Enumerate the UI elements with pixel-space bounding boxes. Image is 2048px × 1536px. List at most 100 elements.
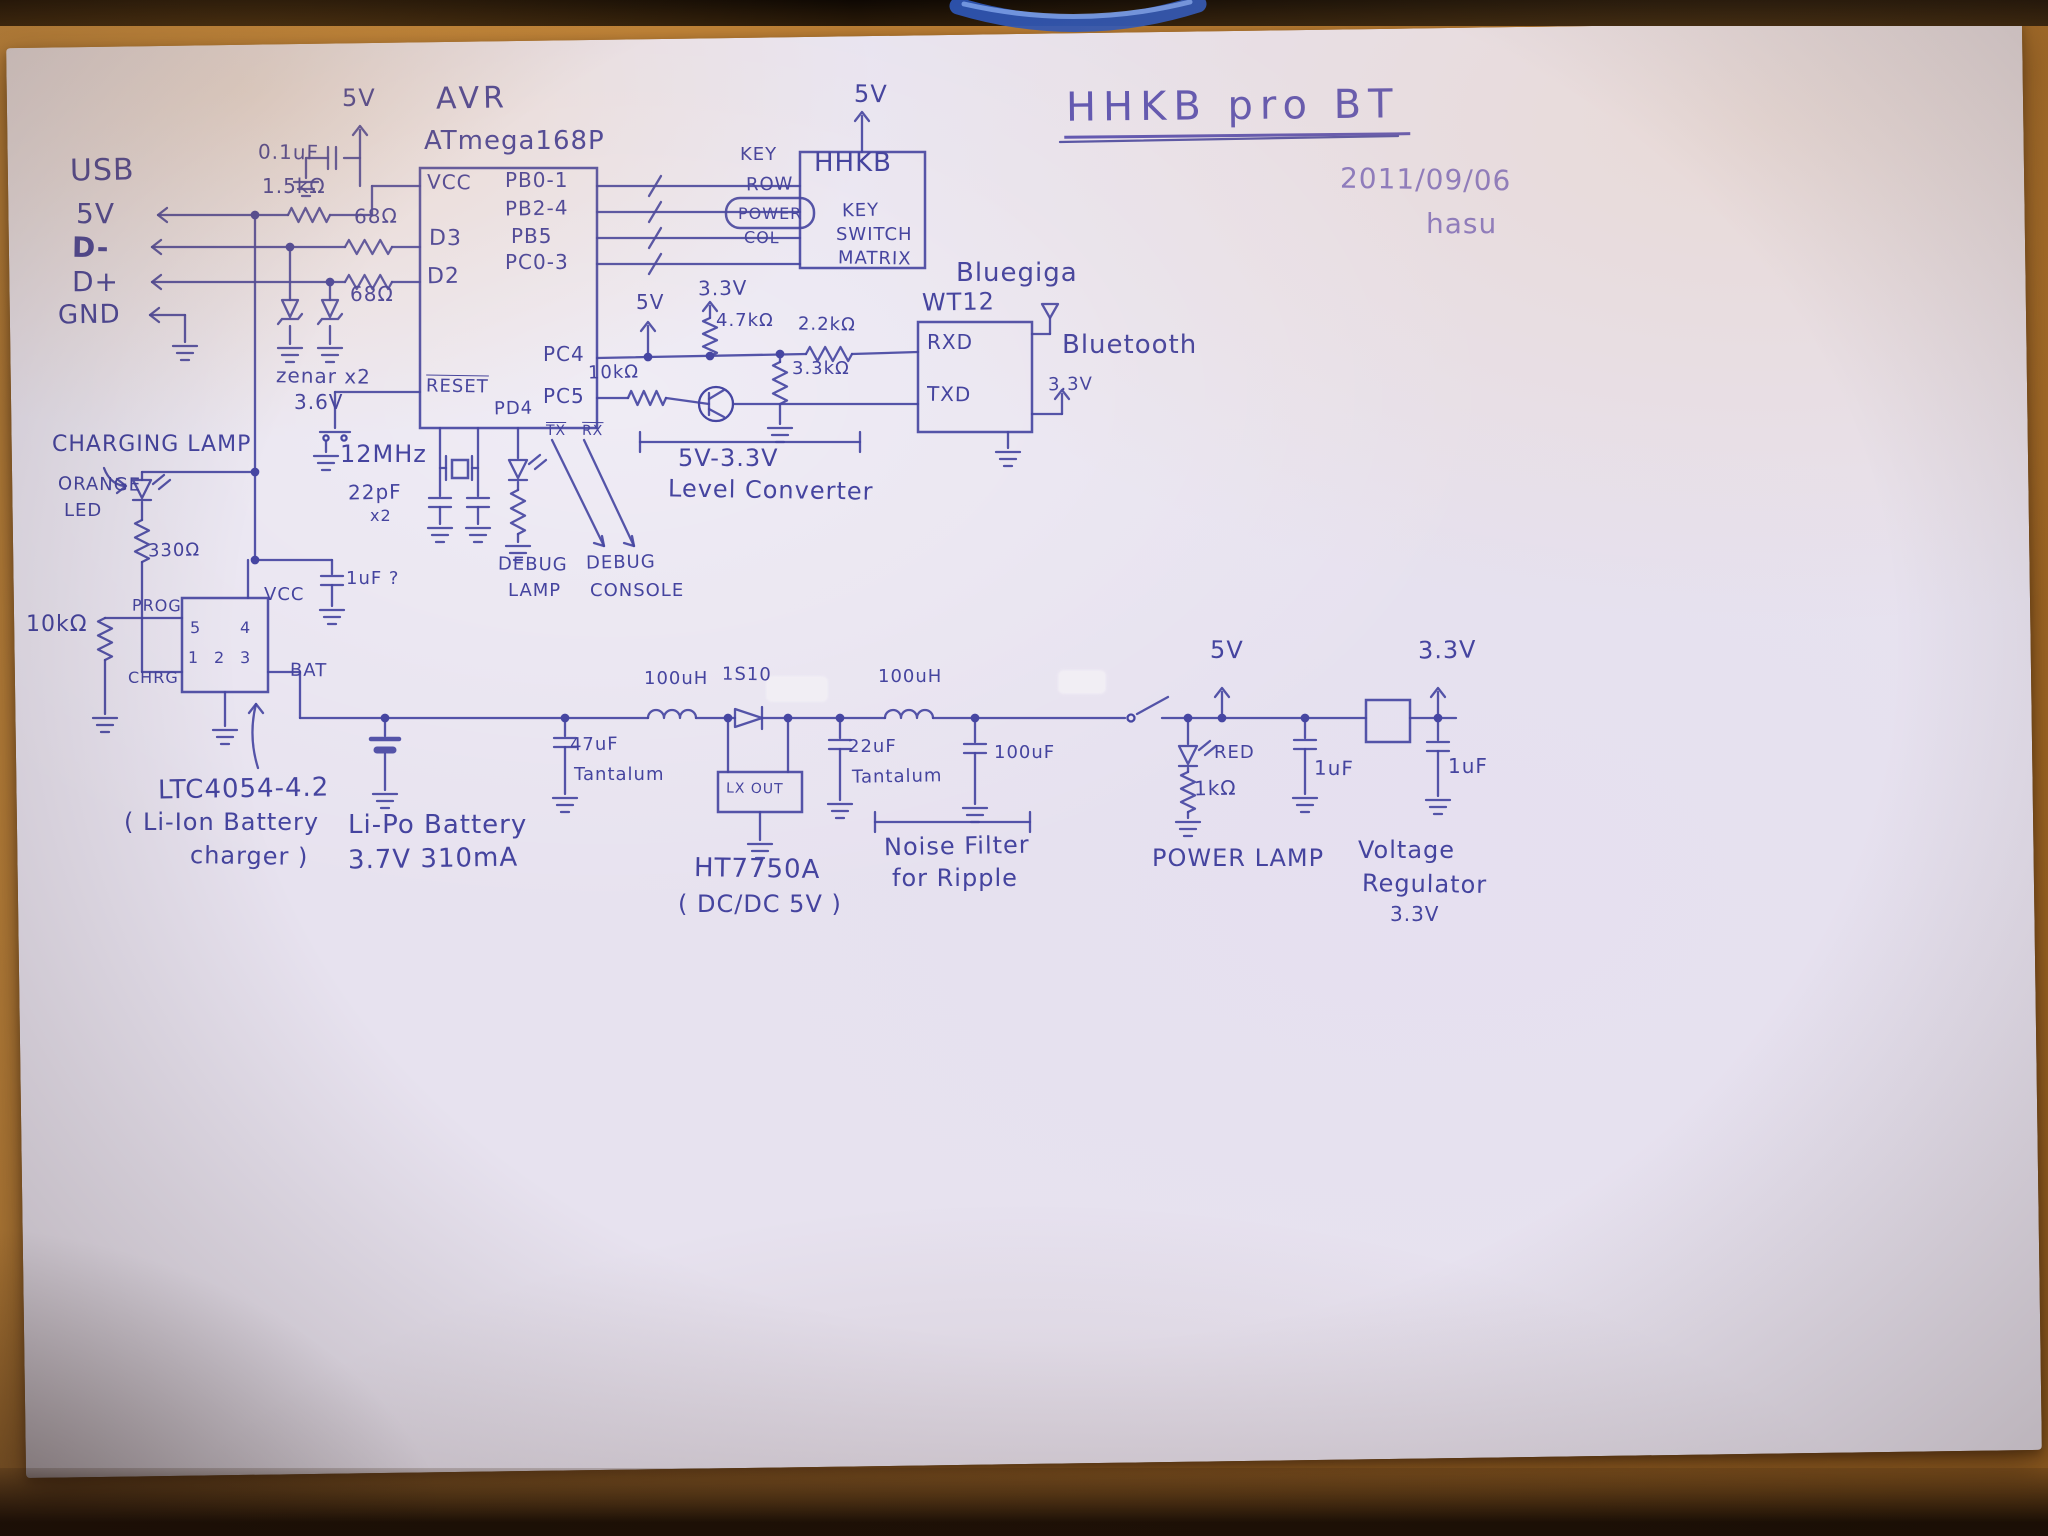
res-1k-label: 1kΩ bbox=[1193, 775, 1237, 801]
lc-10k-label: 10kΩ bbox=[587, 361, 640, 384]
bluetooth-label: Bluetooth bbox=[1062, 330, 1198, 360]
usb-pin-gnd: GND bbox=[57, 299, 121, 331]
charger-pin-5: 5 bbox=[189, 617, 202, 638]
lc-2k2-label: 2.2kΩ bbox=[797, 313, 856, 336]
charger-desc-2: charger ) bbox=[189, 841, 309, 871]
avr-pin-pc5: PC5 bbox=[543, 384, 585, 408]
avr-pin-pc03: PC0-3 bbox=[505, 250, 569, 274]
hhkb-5v-label: 5V bbox=[853, 79, 888, 109]
avr-pin-pd4: PD4 bbox=[493, 397, 534, 420]
zener-label: zenar x2 bbox=[275, 363, 372, 389]
avr-pin-d2: D2 bbox=[426, 263, 461, 290]
regulator-label-1: Voltage bbox=[1358, 836, 1456, 864]
lc-name-label: Level Converter bbox=[667, 474, 874, 506]
usb-pin-dplus: D+ bbox=[72, 265, 120, 298]
out-33v-label: 3.3V bbox=[1417, 635, 1477, 665]
hhkb-row-label: ROW bbox=[745, 173, 794, 196]
debug-console-label-2: CONSOLE bbox=[590, 580, 685, 601]
diode-1s10-label: 1S10 bbox=[721, 663, 772, 686]
charger-pin-prog: PROG bbox=[131, 595, 182, 616]
orange-led-label-1: ORANGE bbox=[57, 473, 142, 496]
lc-5v-label: 5V bbox=[636, 290, 665, 314]
cap-47uf-type: Tantalum bbox=[574, 764, 665, 785]
avr-tx-label: TX bbox=[546, 423, 567, 439]
avr-pin-pb24: PB2-4 bbox=[504, 195, 569, 221]
orange-led-label-2: LED bbox=[64, 500, 103, 521]
charger-part-number: LTC4054-4.2 bbox=[157, 772, 330, 806]
crystal-cap-label: 22pF bbox=[347, 479, 402, 505]
cap-22uf-label: 22uF bbox=[848, 736, 897, 757]
hhkb-switch-label: SWITCH bbox=[836, 224, 913, 245]
charger-pin-vcc: VCC bbox=[264, 584, 305, 605]
charger-pin-1: 1 bbox=[187, 647, 200, 668]
zener-voltage-label: 3.6V bbox=[294, 390, 344, 414]
charger-pin-4: 4 bbox=[240, 618, 252, 637]
hhkb-col-label: COL bbox=[743, 227, 780, 248]
regulator-label-3: 3.3V bbox=[1390, 902, 1440, 926]
charger-pin-bat: BAT bbox=[289, 659, 328, 682]
author-label: hasu bbox=[1426, 207, 1498, 240]
hhkb-matrix-label: MATRIX bbox=[837, 247, 912, 270]
cap-1uf-q-label: 1uF ? bbox=[346, 568, 400, 589]
res-68a-label: 68Ω bbox=[353, 203, 398, 229]
dcdc-desc: ( DC/DC 5V ) bbox=[678, 890, 842, 918]
cap-47uf-label: 47uF bbox=[569, 733, 619, 756]
bluegiga-pin-rxd: RXD bbox=[927, 330, 973, 354]
crystal-cap-qty: x2 bbox=[370, 506, 392, 525]
inductor1-label: 100uH bbox=[644, 668, 709, 689]
avr-rx-label: RX bbox=[581, 422, 604, 440]
usb-pin-5v: 5V bbox=[76, 197, 115, 230]
bluegiga-brand: Bluegiga bbox=[956, 258, 1078, 288]
charger-pin-chrg: CHRG bbox=[128, 668, 179, 687]
avr-title: AVR bbox=[435, 80, 509, 117]
usb-pin-dminus: D- bbox=[71, 230, 110, 265]
inductor2-label: 100uH bbox=[878, 666, 943, 687]
debug-lamp-label-1: DEBUG bbox=[497, 553, 568, 576]
bluegiga-pin-txd: TXD bbox=[926, 381, 972, 407]
avr-pin-d3: D3 bbox=[428, 225, 463, 252]
lc-33v-label: 3.3V bbox=[697, 275, 748, 301]
date-label: 2011/09/06 bbox=[1339, 161, 1512, 198]
red-led-label: RED bbox=[1214, 742, 1255, 763]
regulator-label-2: Regulator bbox=[1361, 869, 1488, 899]
rail-5v-label: 5V bbox=[342, 84, 376, 112]
debug-console-label-1: DEBUG bbox=[585, 551, 656, 574]
lc-3k3-label: 3.3kΩ bbox=[792, 358, 850, 379]
battery-spec-label: 3.7V 310mA bbox=[347, 842, 519, 876]
bluegiga-part: WT12 bbox=[921, 287, 996, 317]
res-1k5-label: 1.5kΩ bbox=[262, 174, 326, 198]
res-68b-label: 68Ω bbox=[350, 282, 394, 306]
battery-name-label: Li-Po Battery bbox=[348, 810, 528, 840]
avr-part-number: ATmega168P bbox=[424, 126, 605, 156]
charger-pin-2: 2 bbox=[214, 648, 226, 667]
cap-1uf-a-label: 1uF bbox=[1313, 755, 1355, 781]
avr-pin-vcc: VCC bbox=[426, 169, 472, 195]
bluegiga-33v-label: 3.3V bbox=[1047, 373, 1094, 396]
avr-pin-reset: RESET bbox=[425, 375, 489, 398]
hhkb-key-label: KEY bbox=[740, 144, 778, 165]
charging-lamp-label: CHARGING LAMP bbox=[52, 432, 252, 457]
cap-22uf-type: Tantalum bbox=[851, 765, 943, 788]
noise-filter-label-1: Noise Filter bbox=[883, 830, 1030, 862]
avr-pin-pb01: PB0-1 bbox=[505, 168, 569, 192]
res-330-label: 330Ω bbox=[147, 539, 201, 562]
cap-1uf-b-label: 1uF bbox=[1448, 754, 1488, 778]
res-10k-label: 10kΩ bbox=[26, 612, 88, 637]
out-5v-label: 5V bbox=[1209, 635, 1244, 665]
schematic-title: HHKB pro BT bbox=[1063, 81, 1410, 139]
cap-01uf-label: 0.1uF bbox=[257, 139, 320, 165]
avr-pin-pc4: PC4 bbox=[543, 342, 585, 366]
power-lamp-label: POWER LAMP bbox=[1152, 844, 1325, 872]
lx-out-pin-label: LX OUT bbox=[725, 780, 784, 798]
charger-pin-3: 3 bbox=[239, 647, 252, 668]
lc-range-label: 5V-3.3V bbox=[678, 444, 779, 472]
crystal-freq-label: 12MHz bbox=[340, 440, 427, 468]
avr-pin-pb5: PB5 bbox=[511, 224, 553, 248]
hhkb-power-label: POWER bbox=[738, 204, 803, 223]
cap-100uf-label: 100uF bbox=[994, 742, 1056, 763]
dcdc-part-number: HT7750A bbox=[693, 853, 821, 885]
lc-4k7-label: 4.7kΩ bbox=[716, 310, 774, 331]
usb-title: USB bbox=[69, 152, 135, 189]
